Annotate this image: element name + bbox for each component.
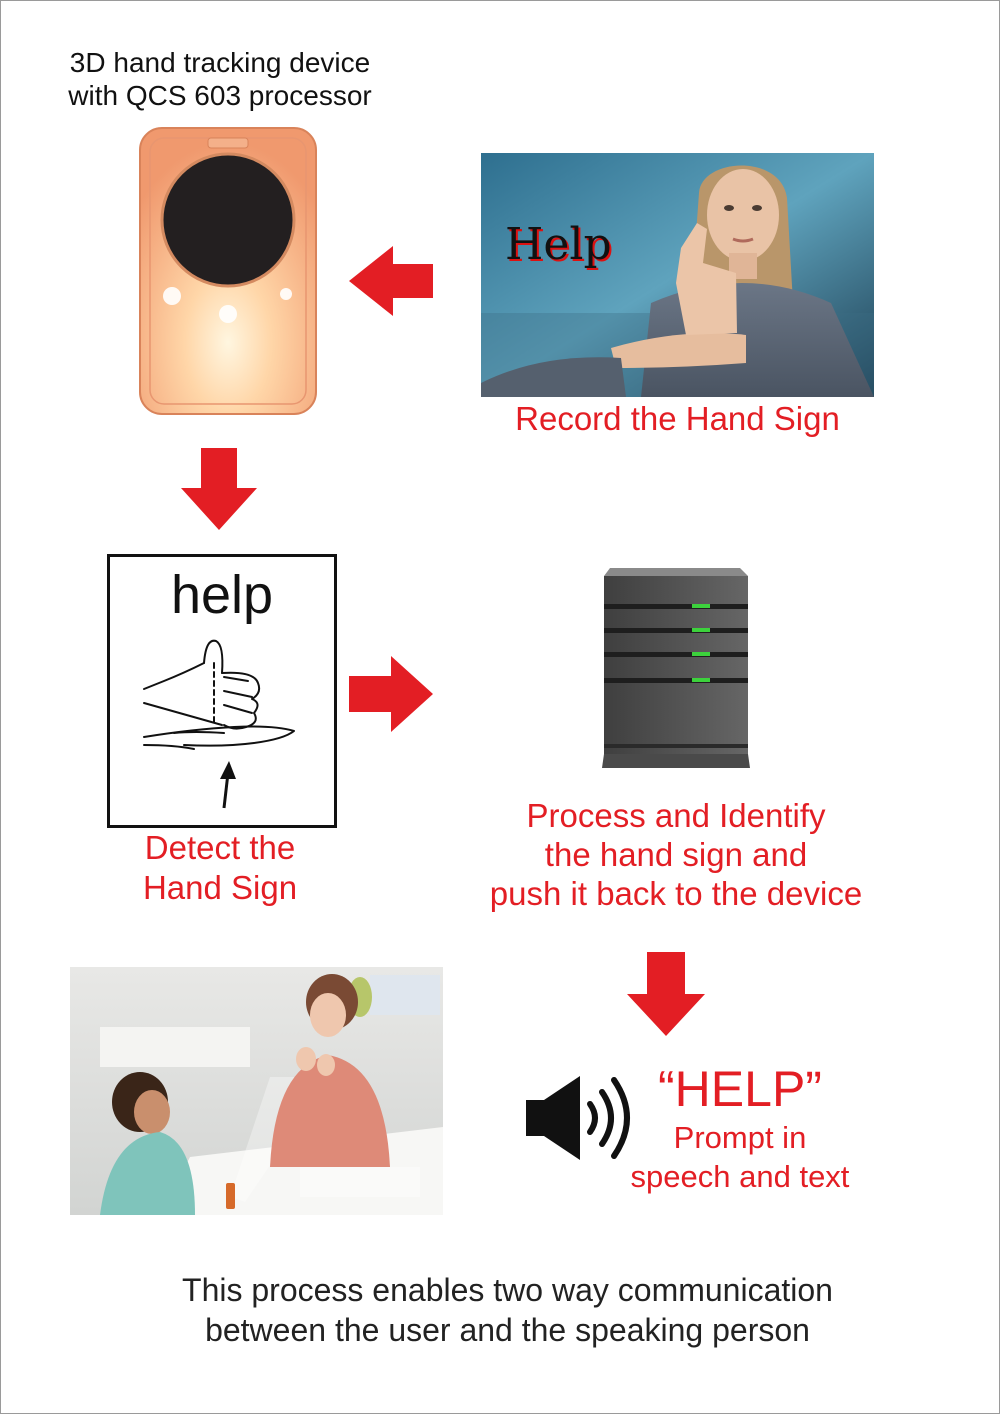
process-label-line-1: Process and Identify	[526, 797, 826, 834]
process-label-line-3: push it back to the device	[489, 875, 863, 912]
device-caption-line-2: with QCS 603 processor	[68, 80, 372, 111]
arrow-left-icon	[349, 246, 433, 316]
speaker-icon	[526, 1076, 630, 1160]
hand-tracking-device-icon	[139, 127, 317, 415]
communication-photo	[70, 967, 443, 1215]
prompt-label-line-2: speech and text	[630, 1159, 850, 1194]
signing-photo: Help	[481, 153, 874, 397]
help-sign-drawing-icon	[143, 639, 295, 809]
detect-label-line-1: Detect the	[144, 829, 296, 866]
process-label-line-2: the hand sign and	[544, 836, 808, 873]
teacher-child-illustration	[70, 967, 443, 1215]
footer-caption: This process enables two way communicati…	[100, 1270, 915, 1350]
prompt-label-line-1: Prompt in	[673, 1120, 807, 1155]
detect-label: Detect the Hand Sign	[90, 828, 350, 908]
server-icon	[602, 568, 750, 768]
sign-overlay-text: Help	[505, 219, 612, 270]
sign-word: help	[170, 565, 274, 625]
detect-label-line-2: Hand Sign	[142, 869, 298, 906]
arrow-right-icon	[349, 656, 433, 732]
signing-person-illustration	[481, 153, 874, 397]
record-label: Record the Hand Sign	[515, 400, 840, 437]
device-caption: 3D hand tracking device with QCS 603 pro…	[40, 46, 400, 112]
footer-line-1: This process enables two way communicati…	[182, 1272, 833, 1308]
sign-card: help	[107, 554, 337, 828]
footer-line-2: between the user and the speaking person	[205, 1312, 810, 1348]
arrow-down-icon	[181, 448, 257, 530]
device-caption-line-1: 3D hand tracking device	[69, 47, 371, 78]
process-label: Process and Identify the hand sign and p…	[460, 796, 892, 913]
prompt-label: Prompt in speech and text	[610, 1118, 870, 1196]
help-output-word: “HELP”	[658, 1061, 822, 1117]
arrow-down-output-icon	[627, 952, 705, 1036]
